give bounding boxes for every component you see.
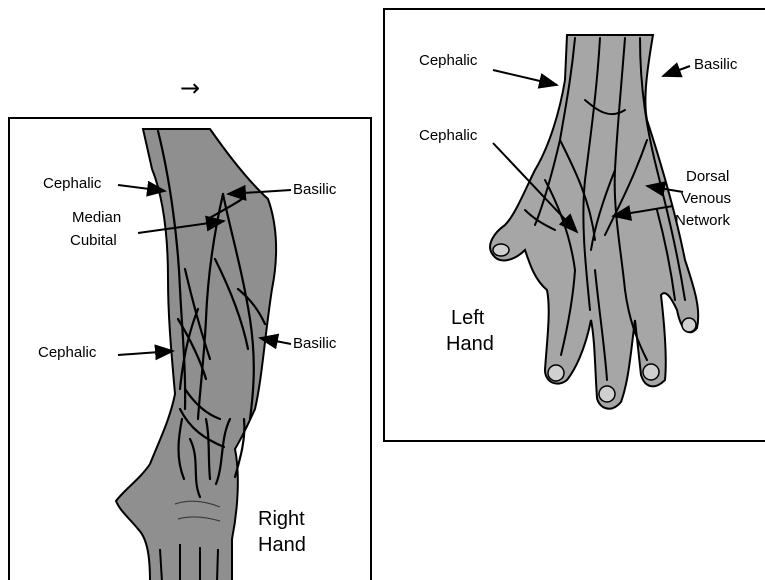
left-hand-panel: Cephalic Basilic Cephalic Dorsal Venous … [383,8,765,442]
arrow-icon: → [180,76,200,100]
label-basilic-upper: Basilic [293,181,337,198]
title-right-line2: Hand [258,534,306,556]
label-median-line2: Cubital [70,232,117,249]
label-basilic-lower: Basilic [293,335,337,352]
title-right-line1: Right [258,508,305,530]
arrow-cephalic-top [493,70,557,85]
title-left-line1: Left [451,307,485,329]
label-dorsal-line2: Venous [681,190,731,207]
label-cephalic-upper: Cephalic [43,175,102,192]
arrow-basilic-top [663,66,690,76]
label-cephalic-mid: Cephalic [419,127,478,144]
arrow-cephalic-lower [118,351,173,355]
right-arm-diagram: Cephalic Basilic Median Cubital Cephalic… [10,119,372,580]
right-hand-panel: Cephalic Basilic Median Cubital Cephalic… [8,117,372,580]
label-dorsal-line1: Dorsal [686,168,729,185]
title-left-line2: Hand [446,333,494,355]
label-cephalic-top: Cephalic [419,52,478,69]
label-cephalic-lower: Cephalic [38,344,97,361]
left-hand-diagram: Cephalic Basilic Cephalic Dorsal Venous … [385,10,765,442]
label-basilic-top: Basilic [694,56,738,73]
label-dorsal-line3: Network [675,212,731,229]
label-median-line1: Median [72,209,121,226]
hand-silhouette [490,35,698,409]
